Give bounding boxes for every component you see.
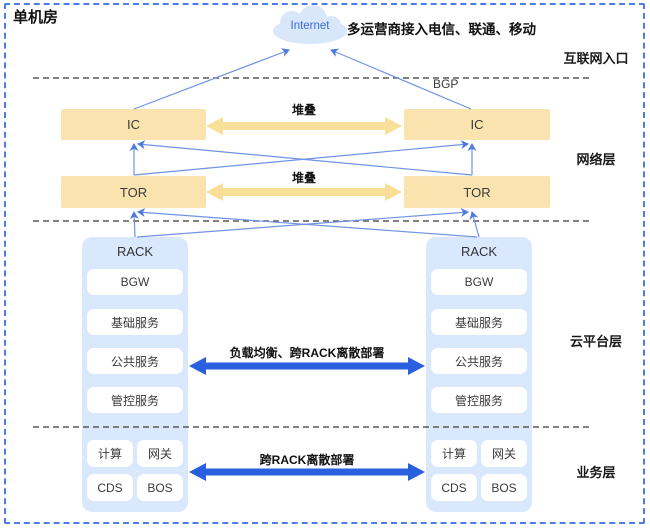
layer-label-internet-entry: 互联网入口: [563, 51, 629, 66]
bgp-label: BGP: [433, 77, 459, 91]
module-box-gateway: 网关: [481, 440, 527, 467]
tor-node-right: TOR: [404, 176, 550, 208]
rack-container-left: RACK BGW 基础服务 公共服务 管控服务 计算 网关 CDS BOS: [82, 237, 188, 512]
service-box-bgw: BGW: [87, 269, 183, 295]
ic-node-left: IC: [61, 109, 206, 140]
layer-label-network: 网络层: [576, 152, 616, 167]
module-box-compute: 计算: [87, 440, 133, 467]
module-box-cds: CDS: [87, 474, 133, 501]
service-box-basic: 基础服务: [431, 309, 527, 335]
cross-rack-arrow-label: 跨RACK离散部署: [259, 453, 355, 467]
tor-node-left: TOR: [61, 176, 206, 208]
module-box-bos: BOS: [481, 474, 527, 501]
service-box-control: 管控服务: [431, 387, 527, 413]
page-title: 单机房: [13, 9, 59, 26]
module-box-compute: 计算: [431, 440, 477, 467]
rack-container-right: RACK BGW 基础服务 公共服务 管控服务 计算 网关 CDS BOS: [426, 237, 532, 512]
module-box-bos: BOS: [137, 474, 183, 501]
service-box-public: 公共服务: [87, 348, 183, 374]
service-box-bgw: BGW: [431, 269, 527, 295]
carrier-access-note: 多运营商接入电信、联通、移动: [347, 22, 536, 37]
service-box-control: 管控服务: [87, 387, 183, 413]
module-box-gateway: 网关: [137, 440, 183, 467]
service-box-public: 公共服务: [431, 348, 527, 374]
machine-room-border: [4, 3, 645, 524]
load-balance-arrow-label: 负载均衡、跨RACK离散部署: [229, 346, 385, 360]
rack-title: RACK: [460, 244, 498, 259]
service-box-basic: 基础服务: [87, 309, 183, 335]
layer-label-cloud-platform: 云平台层: [569, 334, 622, 349]
tor-stack-arrow-label: 堆叠: [291, 171, 316, 185]
ic-node-right: IC: [404, 109, 550, 140]
layer-label-business: 业务层: [576, 465, 616, 480]
internet-label: Internet: [290, 20, 330, 32]
module-box-cds: CDS: [431, 474, 477, 501]
ic-stack-arrow-label: 堆叠: [291, 103, 316, 117]
rack-title: RACK: [116, 244, 154, 259]
